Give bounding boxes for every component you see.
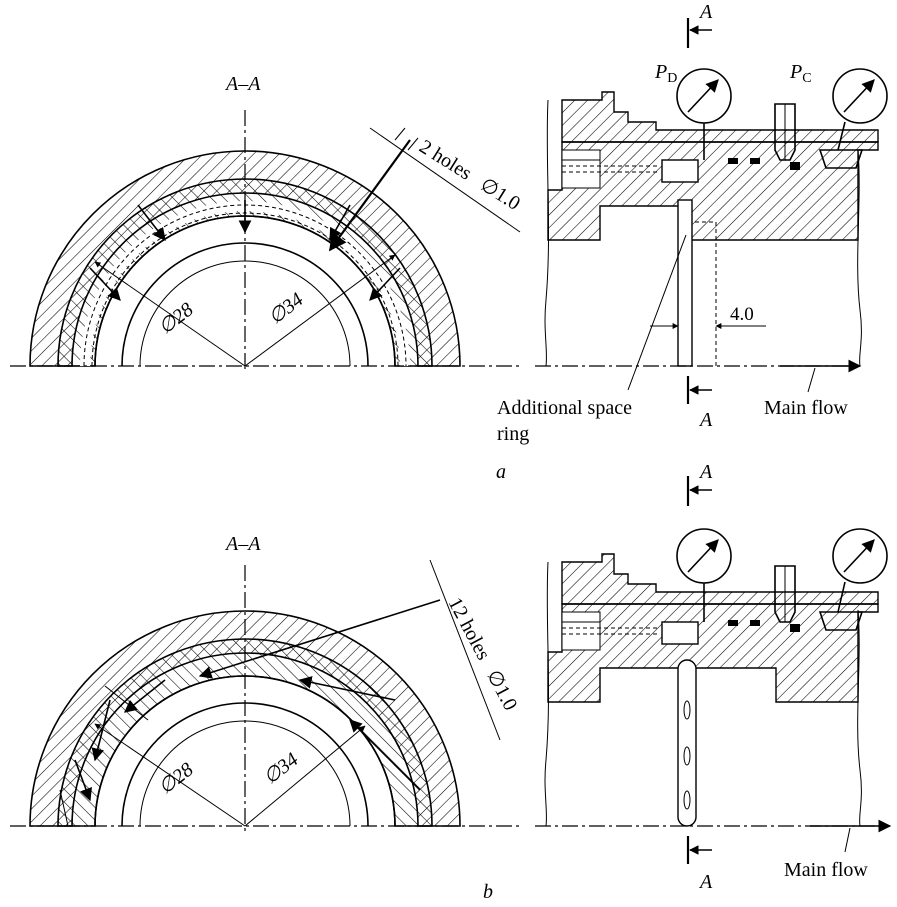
panel-a-cut-marker-top: A xyxy=(698,1,713,23)
panel-b-dia-inner: ∅28 xyxy=(155,759,198,799)
panel-a-holes-label: 2 holes xyxy=(415,136,475,185)
panel-a-flow-label: Main flow xyxy=(764,397,848,419)
panel-b-cut-marker-top: A xyxy=(698,461,713,483)
pressure-gauge-icon xyxy=(832,528,888,613)
pressure-c-label: PC xyxy=(789,61,812,86)
panel-b-flow-label: Main flow xyxy=(784,859,868,881)
panel-a-cut-marker-bottom: A xyxy=(698,409,713,431)
panel-b-cross-section xyxy=(10,559,520,832)
pressure-gauge-icon xyxy=(676,68,732,160)
panel-b-holes-dia: ∅1.0 xyxy=(482,666,521,714)
panel-b-holes-label: 12 holes xyxy=(444,594,495,664)
pressure-d-label: PD xyxy=(654,61,677,86)
panel-b-letter: b xyxy=(483,881,493,903)
panel-b-longitudinal-section xyxy=(535,476,892,864)
ring-label-line1: Additional space xyxy=(497,397,632,419)
pressure-gauge-icon xyxy=(676,528,732,622)
pressure-gauge-icon xyxy=(832,68,888,151)
panel-a-letter: a xyxy=(496,461,506,483)
panel-a-holes-dia: ∅1.0 xyxy=(476,174,524,215)
panel-a-longitudinal-section xyxy=(535,18,888,404)
panel-a-dia-inner: ∅28 xyxy=(155,299,198,339)
panel-a-cross-section xyxy=(10,110,521,372)
panel-b-cut-marker-bottom: A xyxy=(698,871,713,893)
panel-a-dia-outer: ∅34 xyxy=(265,289,308,329)
dimension-gap-label: 4.0 xyxy=(730,304,754,325)
ring-label-line2: ring xyxy=(497,423,529,445)
panel-b-section-label: A–A xyxy=(224,533,261,555)
panel-a-section-label: A–A xyxy=(224,73,261,95)
